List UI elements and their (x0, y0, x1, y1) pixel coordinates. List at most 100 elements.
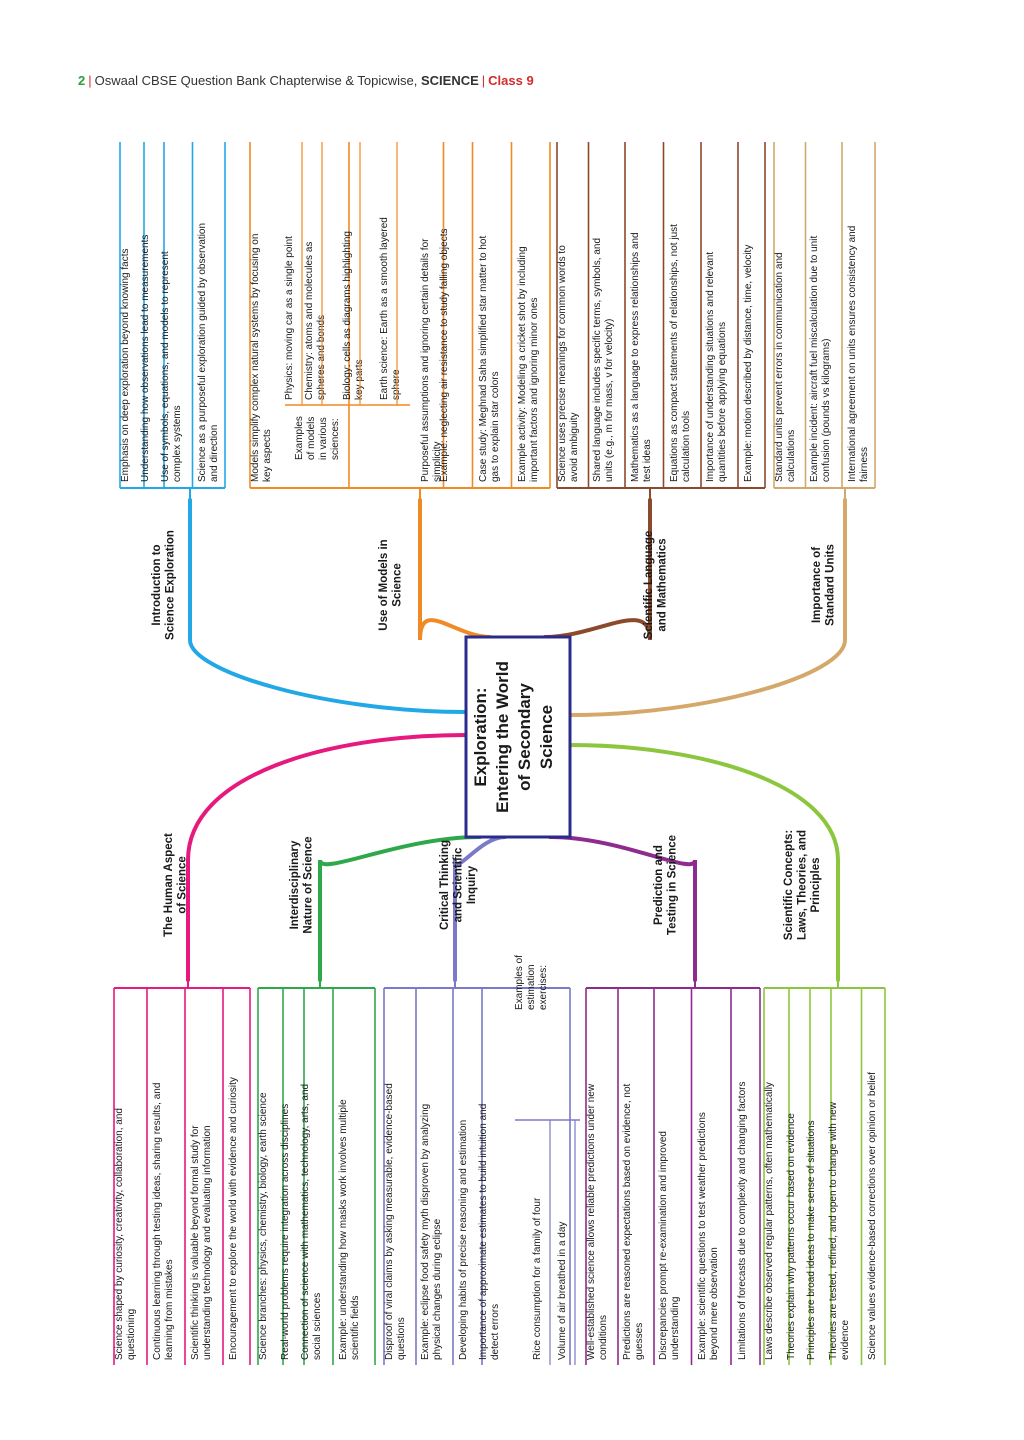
sub-leaf-critical-line: Volume of air breathed in a day (557, 1222, 568, 1360)
sub-leaf-models-line: Chemistry: atoms and molecules as (304, 242, 315, 400)
leaf-concepts-line: Theories explain why patterns occur base… (786, 1113, 797, 1360)
sub-label-critical-line: exercises: (538, 965, 549, 1010)
sub-label-critical-line: estimation (526, 964, 537, 1010)
leaf-language-line: Equations as compact statements of relat… (669, 224, 680, 482)
branch-connector-critical (453, 835, 507, 982)
leaf-units: International agreement on units ensures… (847, 226, 870, 482)
leaf-concepts-line: Laws describe observed regular patterns,… (764, 1082, 775, 1360)
leaf-units-line: calculations (786, 430, 797, 482)
leaf-human-line: Science shaped by curiosity, creativity,… (114, 1108, 125, 1360)
leaf-critical-line: physical changes during eclipse (432, 1218, 443, 1360)
leaf-critical: Importance of approximate estimates to b… (478, 1104, 501, 1360)
branch-label-human-line: of Science (177, 856, 189, 914)
leaf-intro: Science as a purposeful exploration guid… (197, 223, 220, 482)
center-node (464, 635, 572, 839)
leaf-models-line: simplicity (432, 441, 443, 482)
leaf-language-line: quantities before applying equations (717, 322, 728, 482)
branch-connector-interdisciplinary (318, 835, 482, 982)
leaf-human-line: Continuous learning through testing idea… (152, 1083, 163, 1360)
leaf-models: Example activity: Modeling a cricket sho… (517, 246, 540, 482)
leaf-language-line: Science uses precise meanings for common… (557, 245, 568, 482)
leaf-language: Mathematics as a language to express rel… (630, 232, 653, 482)
leaf-interdisciplinary-line: Example: understanding how masks work in… (338, 1099, 349, 1360)
leaf-intro: Use of symbols, equations, and models to… (160, 251, 183, 482)
branch-label-concepts-line: Laws, Theories, and (797, 830, 809, 940)
leaf-prediction-line: Discrepancies prompt re-examination and … (658, 1131, 669, 1360)
branch-label-concepts-line: Principles (810, 858, 822, 913)
sub-leaf-models: Physics: moving car as a single point (284, 236, 295, 400)
branch-label-units-line: Importance of (811, 547, 823, 623)
leaf-human-line: Scientific thinking is valuable beyond f… (190, 1125, 201, 1360)
leaf-human-line: learning from mistakes (164, 1259, 175, 1360)
leaf-language-line: test ideas (642, 439, 653, 482)
leaf-prediction-line: Well-established science allows reliable… (586, 1083, 597, 1360)
leaf-language-line: Shared language includes specific terms,… (592, 238, 603, 482)
page-header: 2|Oswaal CBSE Question Bank Chapterwise … (78, 73, 534, 88)
leaf-language-line: Example: motion described by distance, t… (743, 245, 754, 482)
sub-label-models-line: Examples (294, 416, 305, 460)
branch-label-concepts-line: Scientific Concepts: (783, 830, 795, 941)
sub-leaf-models: Earth science: Earth as a smooth layered… (379, 217, 402, 400)
leaf-units-line: Standard units prevent errors in communi… (774, 252, 785, 482)
sub-label-models-line: in various (318, 417, 329, 460)
branch-label-units-line: Standard Units (825, 544, 837, 626)
leaf-prediction: Well-established science allows reliable… (586, 1083, 609, 1360)
leaf-models-line: Models simplify complex natural systems … (250, 234, 261, 482)
leaf-human: Science shaped by curiosity, creativity,… (114, 1108, 137, 1360)
leaf-intro-line: Understanding how observations lead to m… (140, 235, 151, 482)
sub-leaf-models-line: Earth science: Earth as a smooth layered (379, 217, 390, 400)
leaf-units-line: International agreement on units ensures… (847, 226, 858, 482)
leaf-prediction-line: Limitations of forecasts due to complexi… (737, 1082, 748, 1360)
leaf-models-line: Example: neglecting air resistance to st… (439, 229, 450, 482)
branch-label-intro-line: Introduction to (151, 544, 163, 625)
center-line-1: Exploration: (471, 687, 490, 786)
branch-label-human-line: The Human Aspect (163, 833, 175, 937)
leaf-concepts-line: Theories are tested, refined, and open t… (828, 1101, 839, 1360)
leaf-intro-line: Use of symbols, equations, and models to… (160, 251, 171, 482)
leaf-units: Example incident: aircraft fuel miscalcu… (809, 236, 832, 482)
branch-label-interdisciplinary-line: Nature of Science (303, 836, 315, 933)
sub-label-models-line: sciences: (330, 418, 341, 460)
branch-label-prediction-line: Testing in Science (667, 835, 679, 935)
leaf-concepts-line: Principles are broad ideas to make sense… (806, 1120, 817, 1360)
branch-connector-prediction (548, 835, 697, 982)
leaf-language-line: avoid ambiguity (569, 413, 580, 482)
sub-label-critical-line: Examples of (514, 955, 525, 1010)
leaf-language-line: Mathematics as a language to express rel… (630, 232, 641, 482)
leaf-prediction-line: guesses (634, 1323, 645, 1360)
branch-connector-models (418, 498, 492, 641)
leaf-intro: Understanding how observations lead to m… (140, 235, 151, 482)
header-separator-2: | (481, 73, 486, 88)
leaf-concepts: Theories are tested, refined, and open t… (828, 1101, 851, 1360)
leaf-models-line: important factors and ignoring minor one… (529, 297, 540, 482)
page-number: 2 (78, 73, 86, 88)
leaf-human: Scientific thinking is valuable beyond f… (190, 1125, 213, 1360)
center-line-4: Science (537, 705, 556, 769)
sub-leaf-critical: Rice consumption for a family of four (532, 1197, 543, 1360)
leaf-models: Example: neglecting air resistance to st… (439, 229, 450, 482)
leaf-intro-line: Science as a purposeful exploration guid… (197, 223, 208, 482)
leaf-critical-line: Developing habits of precise reasoning a… (458, 1120, 469, 1360)
leaf-models-line: Case study: Meghnad Saha simplified star… (478, 236, 489, 482)
leaf-interdisciplinary: Science branches: physics, chemistry, bi… (258, 1092, 269, 1360)
leaf-models: Case study: Meghnad Saha simplified star… (478, 236, 501, 482)
leaf-human-line: Encouragement to explore the world with … (228, 1077, 239, 1360)
leaf-prediction: Predictions are reasoned expectations ba… (622, 1083, 645, 1360)
branch-connector-human (186, 733, 468, 982)
branch-connector-concepts (568, 743, 840, 982)
leaf-interdisciplinary-line: Science branches: physics, chemistry, bi… (258, 1092, 269, 1360)
sub-label-models-line: of models (306, 417, 317, 460)
leaf-concepts-line: evidence (840, 1320, 851, 1360)
sub-leaf-models-line: Physics: moving car as a single point (284, 236, 295, 400)
sub-leaf-critical: Volume of air breathed in a day (557, 1222, 568, 1360)
